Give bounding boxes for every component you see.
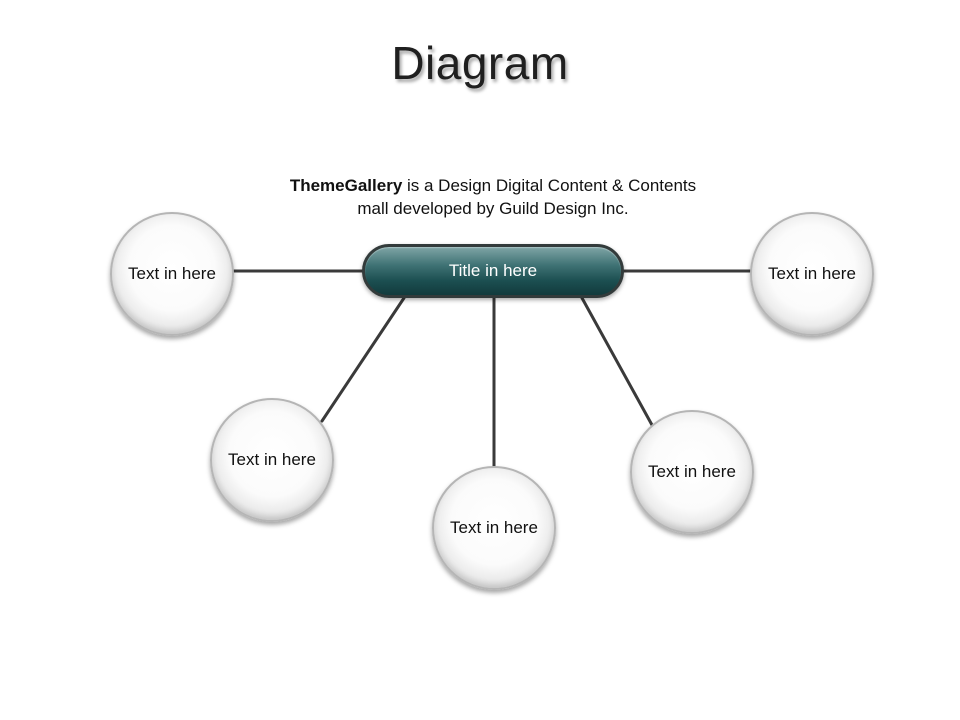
node-bottom: Text in here	[432, 466, 556, 590]
node-lower-right: Text in here	[630, 410, 754, 534]
node-right: Text in here	[750, 212, 874, 336]
page-title: Diagram	[391, 37, 569, 89]
subtitle-line2: mall developed by Guild Design Inc.	[357, 199, 629, 218]
subtitle-line1: is a Design Digital Content & Contents	[402, 176, 697, 195]
node-left: Text in here	[110, 212, 234, 336]
subtitle: ThemeGallery is a Design Digital Content…	[230, 174, 756, 220]
subtitle-brand: ThemeGallery	[289, 176, 403, 195]
connector-lowleft	[320, 296, 406, 423]
center-title-node: Title in here	[362, 244, 624, 298]
connector-lowright	[580, 296, 654, 427]
node-lower-left: Text in here	[210, 398, 334, 522]
